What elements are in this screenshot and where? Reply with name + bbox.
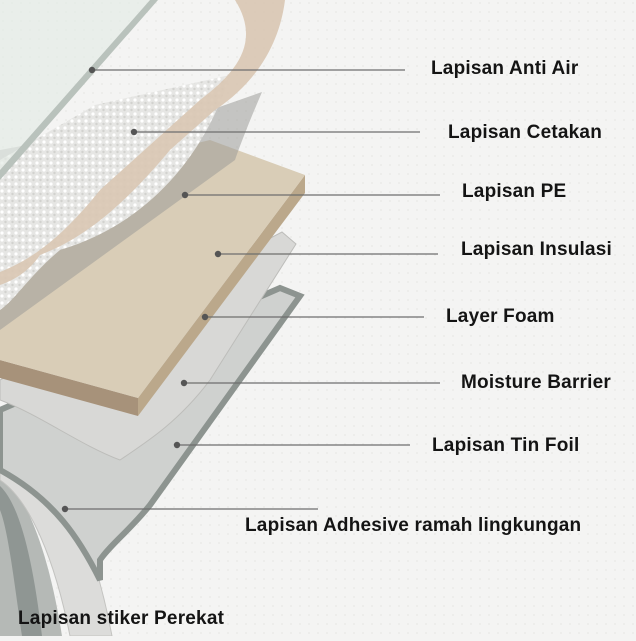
leader-dot-moisture — [181, 380, 187, 386]
label-insulasi: Lapisan Insulasi — [461, 239, 612, 261]
label-moisture: Moisture Barrier — [461, 372, 611, 394]
label-anti-air: Lapisan Anti Air — [431, 58, 578, 80]
label-sticker: Lapisan stiker Perekat — [18, 608, 224, 630]
leader-dot-adhesive — [62, 506, 68, 512]
label-foam: Layer Foam — [446, 306, 555, 328]
leader-dot-cetakan — [131, 129, 137, 135]
leader-dot-pe — [182, 192, 188, 198]
label-adhesive: Lapisan Adhesive ramah lingkungan — [245, 515, 581, 537]
label-pe: Lapisan PE — [462, 181, 566, 203]
leader-dot-insulasi — [215, 251, 221, 257]
leader-dot-foam — [202, 314, 208, 320]
leader-dot-anti-air — [89, 67, 95, 73]
label-cetakan: Lapisan Cetakan — [448, 122, 602, 144]
leader-dot-tin-foil — [174, 442, 180, 448]
label-tin-foil: Lapisan Tin Foil — [432, 435, 579, 457]
